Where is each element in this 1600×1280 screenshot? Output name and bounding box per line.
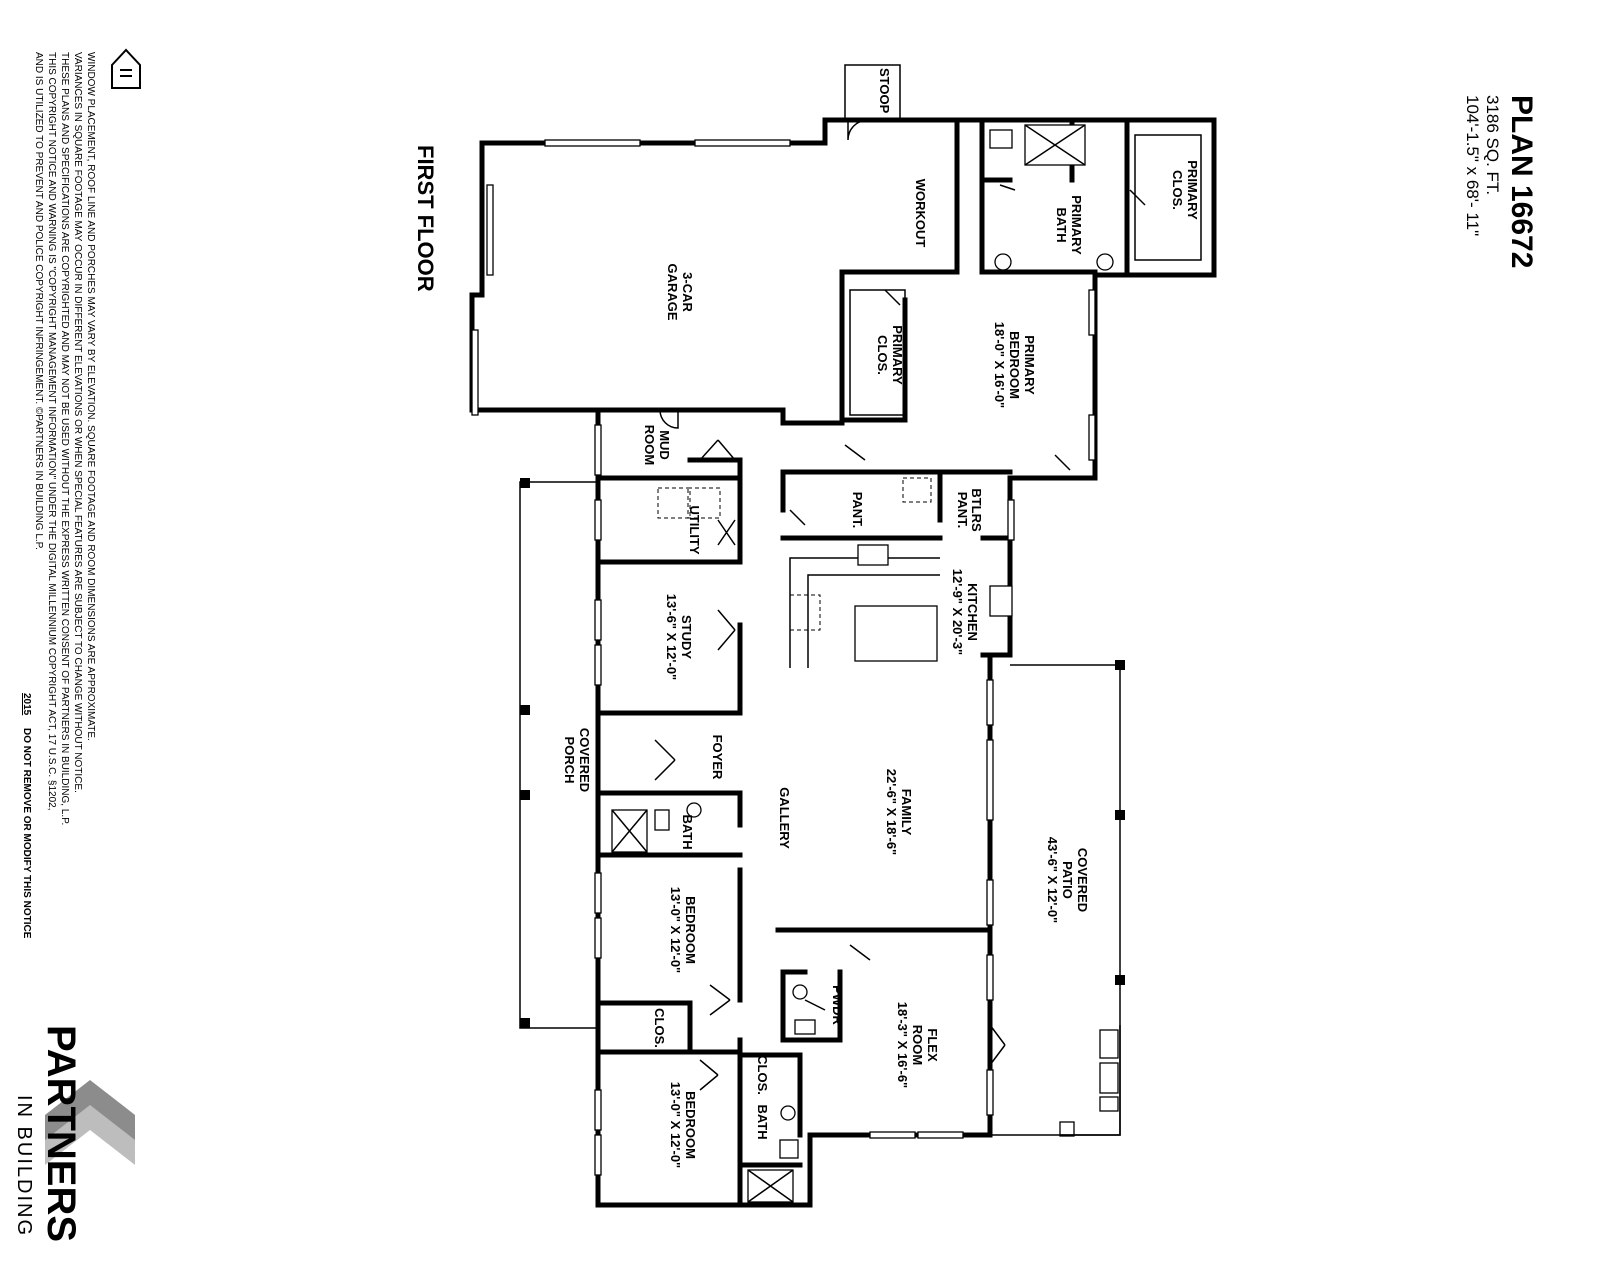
windows xyxy=(471,139,1096,1176)
gallery-label: GALLERY xyxy=(777,787,792,849)
svg-text:AND IS UTILIZED TO PREVENT AND: AND IS UTILIZED TO PREVENT AND POLICE CO… xyxy=(33,52,44,550)
plan-header: PLAN 16672 3186 SQ. FT. 104'-1.5" x 68'-… xyxy=(1463,95,1538,268)
svg-text:PANT.: PANT. xyxy=(955,492,970,529)
copyright-notice: WINDOW PLACEMENT, ROOF LINE AND PORCHES … xyxy=(21,52,96,939)
equal-housing-icon xyxy=(111,48,141,89)
room-labels: 3-CAR GARAGE STOOP WORKOUT PRIMARY CLOS.… xyxy=(562,68,1200,1168)
svg-text:COVERED: COVERED xyxy=(577,728,592,792)
mud-room-label: MUD ROOM xyxy=(642,425,672,465)
svg-text:PATIO: PATIO xyxy=(1060,861,1075,899)
doors xyxy=(654,119,1146,1091)
svg-text:PORCH: PORCH xyxy=(562,737,577,784)
svg-text:CLOS.: CLOS. xyxy=(1170,170,1185,210)
logo-name: PARTNERS xyxy=(39,1025,83,1242)
svg-text:STUDY: STUDY xyxy=(679,615,694,659)
svg-text:22'-6" X 18'-6": 22'-6" X 18'-6" xyxy=(884,769,899,855)
svg-text:BEDROOM: BEDROOM xyxy=(1007,331,1022,399)
study-label: STUDY 13'-6" X 12'-0" xyxy=(664,594,694,680)
floor-label: FIRST FLOOR xyxy=(413,145,438,292)
bedroom-3-label: BEDROOM 13'-0" X 12'-0" xyxy=(668,1082,698,1168)
svg-text:PRIMARY: PRIMARY xyxy=(1022,335,1037,395)
svg-text:18'-3" X 16'-6": 18'-3" X 16'-6" xyxy=(895,1002,910,1088)
covered-patio-label: COVERED PATIO 43'-6" X 12'-0" xyxy=(1045,837,1090,923)
svg-text:13'-0" X 12'-0": 13'-0" X 12'-0" xyxy=(668,1082,683,1168)
svg-text:12'-9" X 20'-3": 12'-9" X 20'-3" xyxy=(950,569,965,655)
svg-text:BEDROOM: BEDROOM xyxy=(683,896,698,964)
svg-text:BATH: BATH xyxy=(1054,207,1069,242)
partners-logo: PARTNERS IN BUILDING xyxy=(13,1025,135,1242)
covered-porch-outline xyxy=(519,478,598,1029)
svg-text:GARAGE: GARAGE xyxy=(665,263,680,320)
powder-label: PWDR xyxy=(830,985,845,1025)
plan-title: PLAN 16672 xyxy=(1505,95,1538,268)
primary-bedroom-label: PRIMARY BEDROOM 18'-0" X 16'-0" xyxy=(992,322,1037,408)
svg-text:ROOM: ROOM xyxy=(642,425,657,465)
svg-text:FAMILY: FAMILY xyxy=(899,789,914,836)
closet-bed3-label: CLOS. xyxy=(755,1055,770,1095)
primary-closet-lower-label: PRIMARY CLOS. xyxy=(875,325,905,385)
svg-text:PRIMARY: PRIMARY xyxy=(1069,195,1084,255)
closet-bed2-label: CLOS. xyxy=(652,1008,667,1048)
svg-text:THESE PLANS AND SPECIFICATIONS: THESE PLANS AND SPECIFICATIONS ARE COPYR… xyxy=(59,52,70,825)
pantry-label: PANT. xyxy=(850,492,865,529)
svg-text:2015: 2015 xyxy=(21,693,32,716)
logo-tagline: IN BUILDING xyxy=(13,1095,35,1237)
garage-label: 3-CAR GARAGE xyxy=(665,263,695,320)
square-footage: 3186 SQ. FT. xyxy=(1483,95,1502,195)
utility-label: UTILITY xyxy=(687,505,702,554)
bath-front-label: BATH xyxy=(680,814,695,849)
svg-text:43'-6" X 12'-0": 43'-6" X 12'-0" xyxy=(1045,837,1060,923)
svg-text:CLOS.: CLOS. xyxy=(875,335,890,375)
family-label: FAMILY 22'-6" X 18'-6" xyxy=(884,769,914,855)
svg-text:PRIMARY: PRIMARY xyxy=(890,325,905,385)
svg-text:COVERED: COVERED xyxy=(1075,848,1090,912)
stoop-label: STOOP xyxy=(877,68,892,114)
svg-text:3-CAR: 3-CAR xyxy=(680,272,695,312)
svg-text:13'-6" X 12'-0": 13'-6" X 12'-0" xyxy=(664,594,679,680)
primary-bath-label: PRIMARY BATH xyxy=(1054,195,1084,255)
overall-dimensions: 104'-1.5" x 68'- 11" xyxy=(1463,95,1482,236)
svg-text:BEDROOM: BEDROOM xyxy=(683,1091,698,1159)
svg-text:VARIANCES IN SQUARE FOOTAGE MA: VARIANCES IN SQUARE FOOTAGE MAY OCCUR IN… xyxy=(72,52,83,793)
svg-text:PRIMARY: PRIMARY xyxy=(1185,160,1200,220)
workout-label: WORKOUT xyxy=(913,179,928,248)
flex-room-label: FLEX ROOM 18'-3" X 16'-6" xyxy=(895,1002,940,1088)
svg-text:FLEX: FLEX xyxy=(925,1028,940,1062)
bath-bed3-label: BATH xyxy=(755,1104,770,1139)
primary-closet-upper-label: PRIMARY CLOS. xyxy=(1170,160,1200,220)
fixtures xyxy=(611,124,1121,1203)
bedroom-2-label: BEDROOM 13'-0" X 12'-0" xyxy=(668,887,698,973)
svg-text:BTLRS: BTLRS xyxy=(969,488,984,532)
svg-text:MUD: MUD xyxy=(657,430,672,460)
kitchen-label: KITCHEN 12'-9" X 20'-3" xyxy=(950,569,980,655)
covered-patio-outline xyxy=(990,660,1125,1136)
butlers-pantry-label: BTLRS PANT. xyxy=(955,488,984,532)
foyer-label: FOYER xyxy=(710,735,725,780)
svg-text:18'-0" X 16'-0": 18'-0" X 16'-0" xyxy=(992,322,1007,408)
svg-text:THIS COPYRIGHT NOTICE AND WARN: THIS COPYRIGHT NOTICE AND WARNING IS "CO… xyxy=(46,52,57,811)
svg-text:ROOM: ROOM xyxy=(910,1025,925,1065)
svg-text:WINDOW PLACEMENT, ROOF LINE AN: WINDOW PLACEMENT, ROOF LINE AND PORCHES … xyxy=(85,52,96,741)
svg-text:13'-0" X 12'-0": 13'-0" X 12'-0" xyxy=(668,887,683,973)
svg-text:KITCHEN: KITCHEN xyxy=(965,583,980,641)
svg-text:DO NOT REMOVE OR MODIFY THIS N: DO NOT REMOVE OR MODIFY THIS NOTICE xyxy=(21,728,32,939)
covered-porch-label: COVERED PORCH xyxy=(562,728,592,792)
